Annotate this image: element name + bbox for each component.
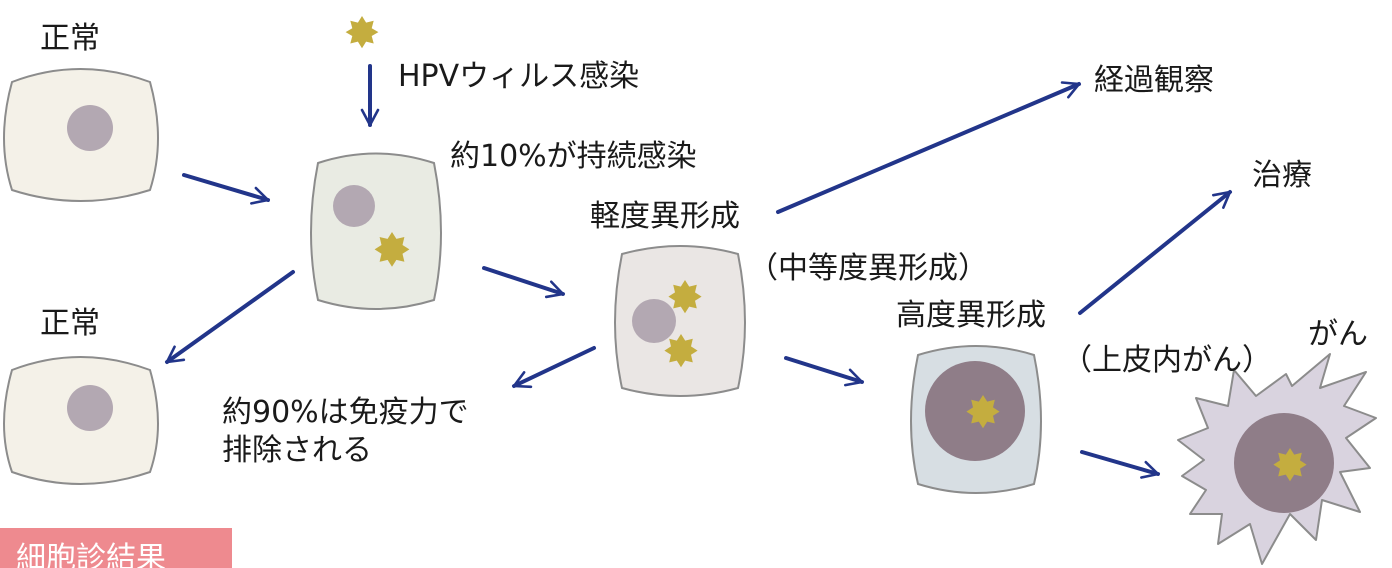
treatment-label: 治療 <box>1252 158 1312 193</box>
arrow-icon <box>1078 190 1232 315</box>
arrow-icon <box>182 173 270 205</box>
virus-icon <box>345 16 379 49</box>
arrow-icon <box>776 81 1081 214</box>
observation-label: 経過観察 <box>1094 63 1214 98</box>
virus-icon <box>668 280 702 314</box>
normal-cell-bottom <box>3 356 159 485</box>
nucleus <box>333 185 375 227</box>
normal-cell-top <box>3 68 159 202</box>
arrow-icon <box>784 356 864 387</box>
arrow-icon <box>1080 450 1160 479</box>
cancer-label: がん <box>1308 317 1368 352</box>
virus-icon <box>1273 448 1307 482</box>
persistent-infection-label: 約10%が持続感染 <box>450 139 697 174</box>
arrow-icon <box>482 266 565 299</box>
normal-label-bottom: 正常 <box>40 306 100 341</box>
moderate-dysplasia-label: （中等度異形成） <box>748 251 988 286</box>
cleared-label-line2: 排除される <box>222 433 372 468</box>
virus-icon <box>966 395 1000 429</box>
nucleus <box>632 299 676 343</box>
cytology-result-badge <box>0 528 232 568</box>
cytology-result-badge-label: 細胞診結果 <box>16 541 166 568</box>
nucleus <box>67 385 113 431</box>
severe-dysplasia-label: 高度異形成 <box>896 298 1046 333</box>
hpv-infection-label: HPVウィルス感染 <box>398 59 640 94</box>
mild-dysplasia-label: 軽度異形成 <box>590 199 740 234</box>
cancer-cell <box>1177 353 1377 565</box>
carcinoma-in-situ-label: （上皮内がん） <box>1062 343 1272 378</box>
arrow-icon <box>512 346 596 389</box>
arrow-icon <box>165 270 295 364</box>
infected-cell <box>310 152 442 310</box>
normal-label-top: 正常 <box>40 21 100 56</box>
cleared-label-line1: 約90%は免疫力で <box>222 395 469 430</box>
severe-dysplasia-cell <box>910 345 1042 494</box>
virus-icon <box>374 232 410 267</box>
nucleus <box>67 105 113 151</box>
virus-icon <box>664 334 698 368</box>
mild-dysplasia-cell <box>614 245 746 397</box>
